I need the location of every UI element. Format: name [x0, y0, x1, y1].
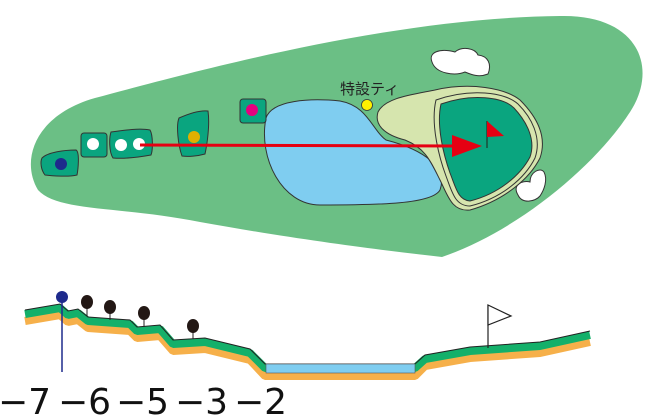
tree-icon: [104, 300, 116, 320]
profile-water: [265, 363, 416, 374]
distance-label: −6: [58, 382, 111, 417]
tee-post-marker: [56, 291, 68, 303]
distance-label: −3: [175, 382, 228, 417]
tee-marker-white[interactable]: [133, 138, 145, 150]
ground-line: [24, 303, 591, 365]
putting-green: [438, 97, 533, 202]
shot-line: [139, 143, 457, 148]
tee-marker-blue[interactable]: [55, 158, 67, 170]
tee-box-white-2[interactable]: [109, 128, 153, 159]
turf-layer: [24, 304, 591, 372]
bunker-top: [430, 47, 491, 77]
pin-flag-icon: [487, 121, 504, 137]
distance-label: −2: [234, 382, 287, 417]
profile-flag-icon: [487, 304, 513, 326]
tree-icon: [81, 295, 93, 316]
tree-icon: [187, 319, 199, 339]
tee-marker-white[interactable]: [87, 138, 99, 150]
elevation-profile: [24, 291, 591, 380]
tee-marker-special[interactable]: [361, 99, 373, 111]
special-tee-label: 特設ティ: [340, 80, 399, 98]
tee-marker-pink[interactable]: [246, 104, 258, 116]
distance-label: −7: [0, 382, 51, 417]
soil-layer: [24, 311, 591, 380]
tee-marker-white[interactable]: [115, 139, 127, 151]
distance-label: −5: [116, 382, 169, 417]
bunker-right: [515, 169, 547, 202]
distance-labels: −7 −6 −5 −3 −2: [0, 382, 287, 417]
green-collar: [433, 92, 538, 207]
tee-marker-gold[interactable]: [188, 131, 200, 143]
tree-icon: [138, 306, 150, 327]
shot-arrow-head: [452, 135, 482, 157]
